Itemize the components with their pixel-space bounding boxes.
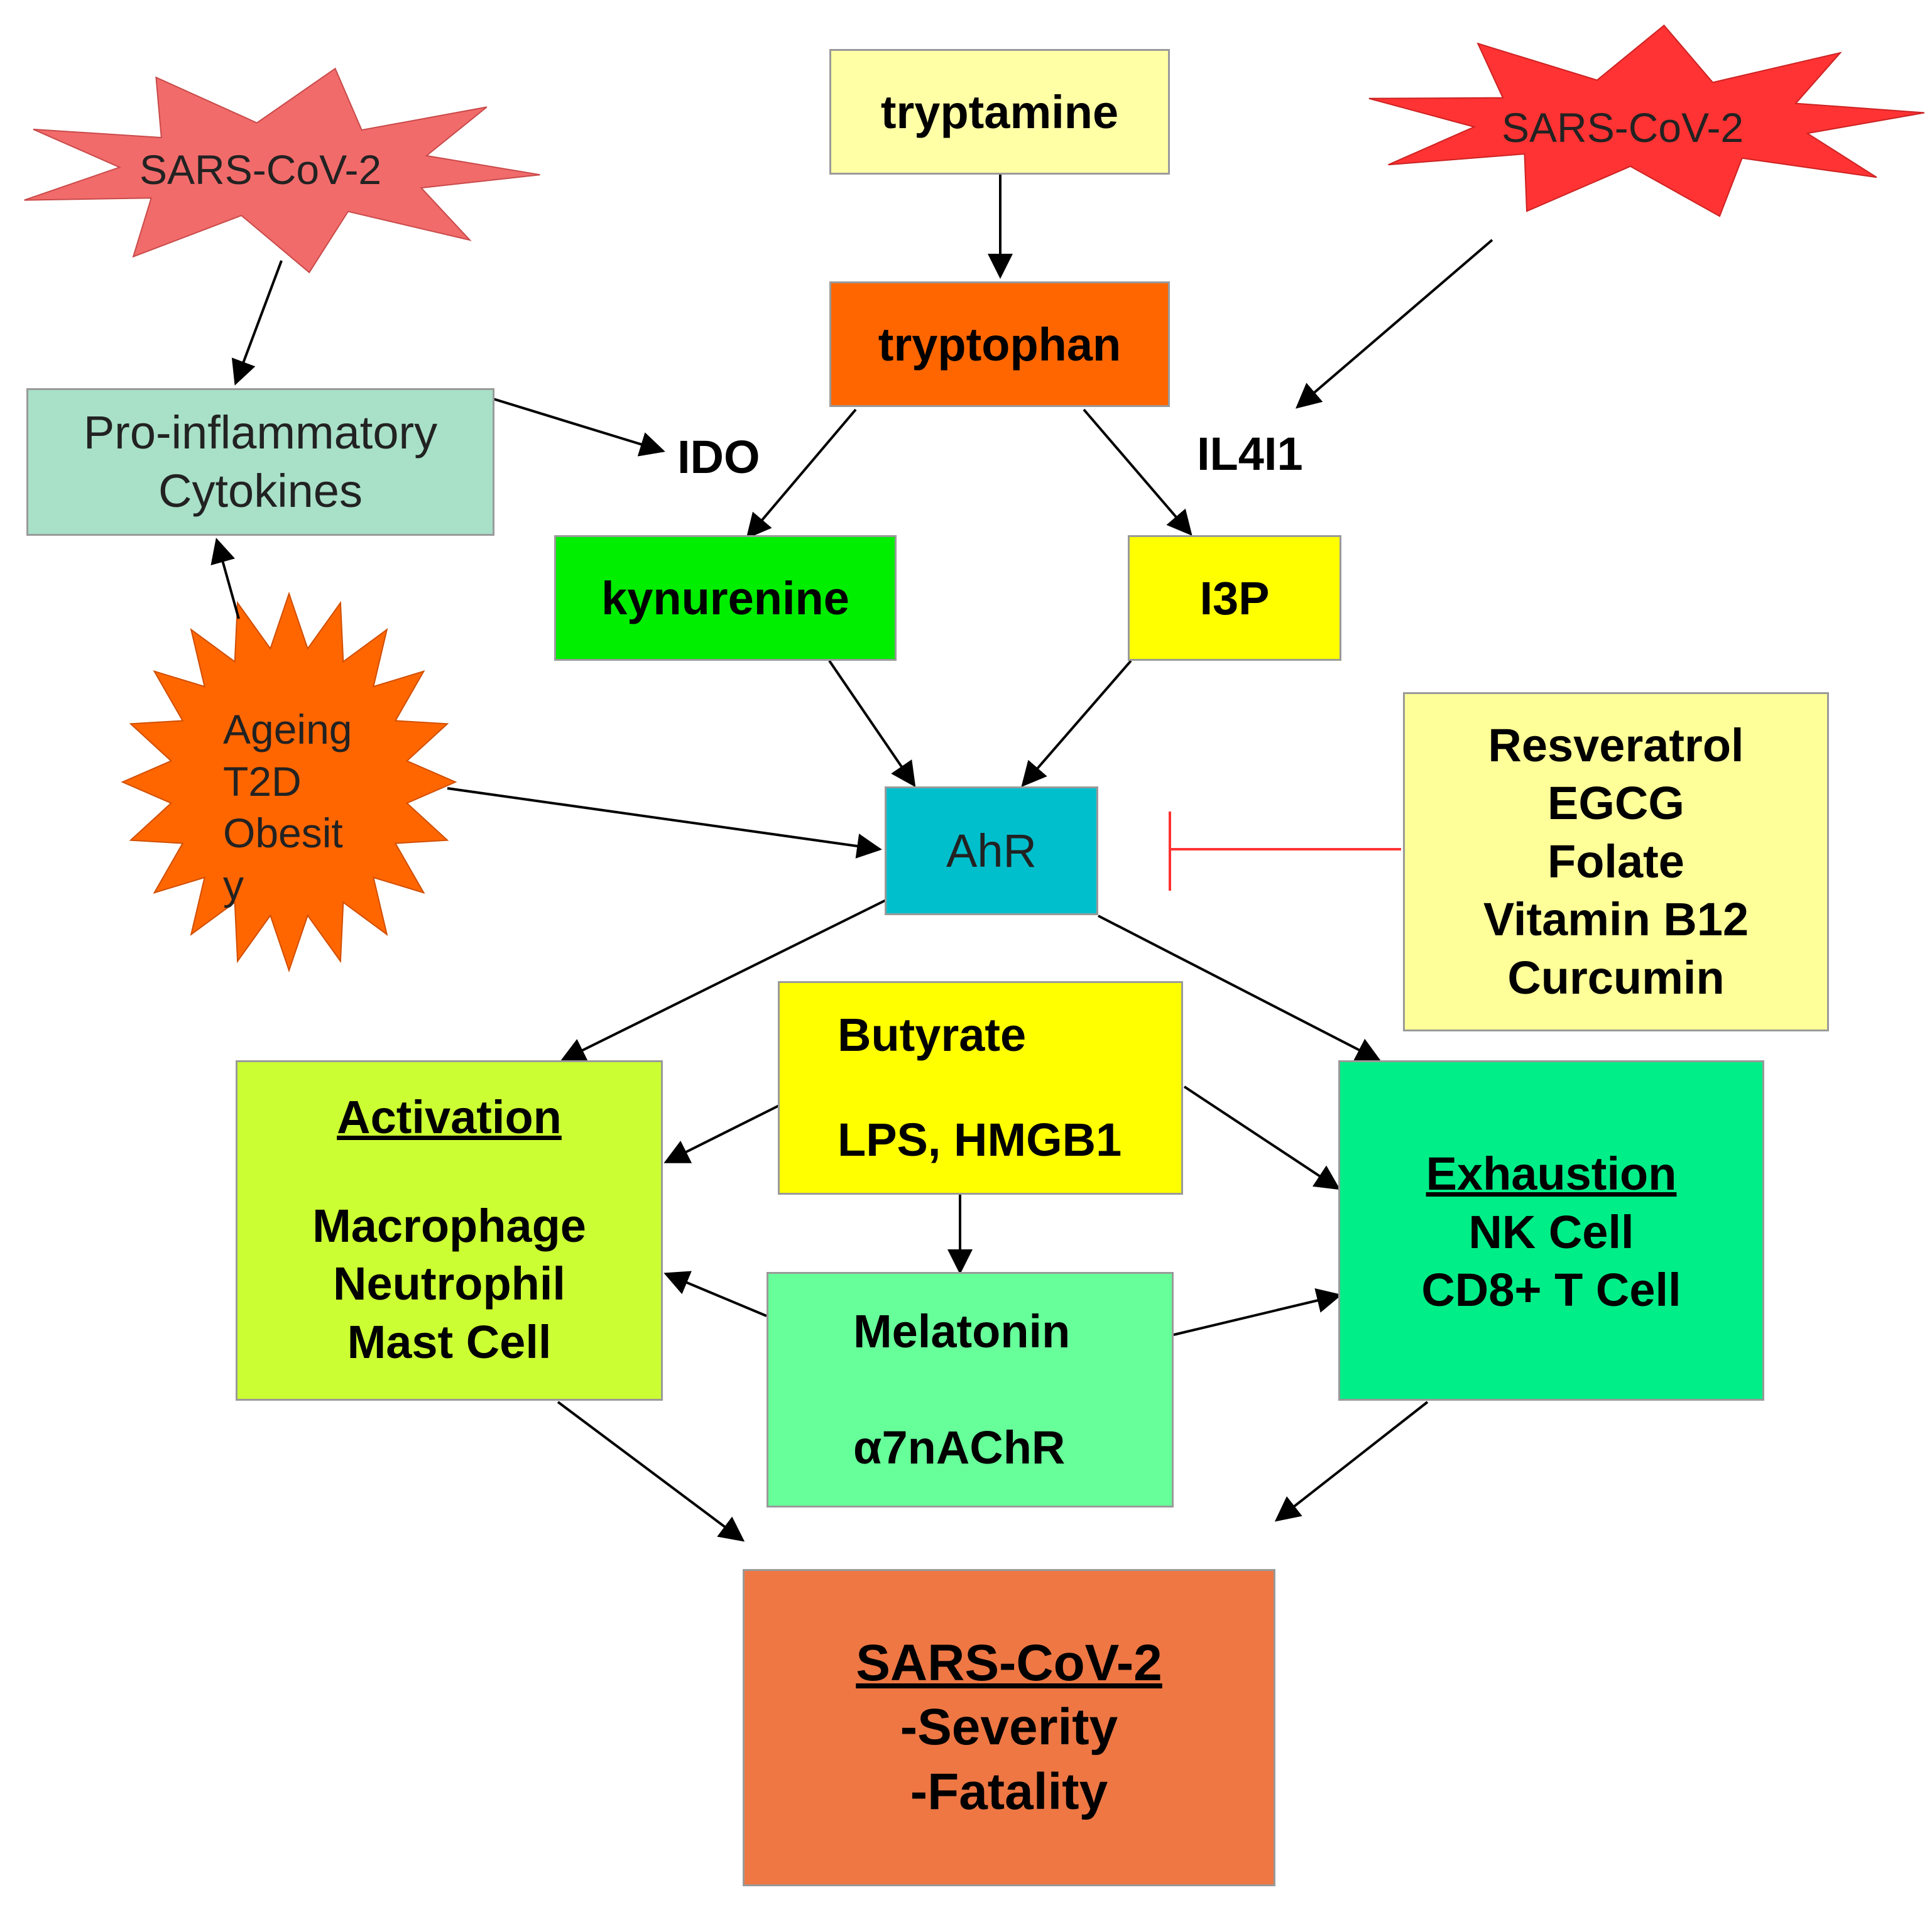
inhibition-line: [1169, 812, 1401, 891]
il4i1-enzyme-label: IL4I1: [1197, 428, 1303, 480]
arrow-melatonin-exhaustion: [1173, 1288, 1342, 1336]
outcome-node: SARS-CoV-2 -Severity -Fatality: [743, 1569, 1275, 1886]
risk-factor-obesity: Obesit: [223, 810, 343, 856]
pro-inflammatory-cytokines-node: Pro-inflammatory Cytokines: [26, 388, 494, 536]
inhibitor-resveratrol: Resveratrol: [1488, 719, 1744, 771]
arrow-risk-cytokines: [210, 538, 240, 619]
arrow-sars-right-il4i1: [1295, 239, 1493, 409]
arrow-cytokines-ido: [493, 398, 665, 457]
arrow-ahr-exhaustion: [1098, 915, 1382, 1062]
risk-factors-burst: [121, 591, 457, 973]
arrow-i3p-ahr: [1021, 660, 1132, 788]
activation-mast-cell: Mast Cell: [347, 1315, 552, 1368]
inhibitor-folate: Folate: [1547, 835, 1684, 888]
activation-node: Activation Macrophage Neutrophil Mast Ce…: [236, 1060, 663, 1401]
activation-neutrophil: Neutrophil: [333, 1258, 565, 1310]
inhibitor-vitamin-b12: Vitamin B12: [1483, 893, 1749, 946]
arrow-melatonin-activation: [663, 1271, 767, 1317]
activation-macrophage: Macrophage: [312, 1199, 586, 1252]
tryptamine-node: tryptamine: [829, 49, 1170, 175]
arrow-tryptophan-i3p: [1083, 408, 1192, 536]
exhaustion-nk-cell: NK Cell: [1468, 1205, 1634, 1258]
kynurenine-node: kynurenine: [554, 535, 897, 661]
sars-cov-2-label-left: SARS-CoV-2: [139, 146, 382, 193]
exhaustion-cd8-t-cell: CD8+ T Cell: [1421, 1264, 1681, 1316]
arrow-butyrate-activation: [663, 1104, 780, 1163]
butyrate-label: Butyrate: [838, 1009, 1027, 1062]
arrow-risk-ahr: [447, 787, 882, 859]
melatonin-label: Melatonin: [853, 1305, 1071, 1357]
risk-factor-ageing: Ageing: [223, 706, 352, 752]
exhaustion-node: Exhaustion NK Cell CD8+ T Cell: [1338, 1060, 1764, 1401]
i3p-node: I3P: [1128, 535, 1341, 661]
ido-enzyme-label: IDO: [677, 431, 760, 483]
risk-factor-obesity-wrap: y: [223, 861, 244, 908]
ahr-node: AhR: [885, 786, 1098, 915]
inhibitor-egcg: EGCG: [1547, 777, 1684, 830]
arrow-activation-outcome: [557, 1401, 745, 1542]
exhaustion-title: Exhaustion: [1426, 1148, 1677, 1200]
tryptophan-node: tryptophan: [829, 281, 1170, 407]
butyrate-lps-node: Butyrate LPS, HMGB1: [778, 981, 1183, 1195]
outcome-title: SARS-CoV-2: [856, 1634, 1162, 1692]
arrow-exhaustion-outcome: [1274, 1401, 1429, 1522]
sars-cov-2-burst-right: [1368, 24, 1924, 217]
sars-cov-2-burst-left: [24, 67, 540, 274]
inhibitors-node: Resveratrol EGCG Folate Vitamin B12 Curc…: [1403, 692, 1829, 1031]
risk-factor-t2d: T2D: [223, 758, 302, 805]
risk-factors-label: Ageing T2D Obesit y: [223, 704, 352, 911]
outcome-severity: -Severity: [900, 1698, 1118, 1756]
arrow-tryptophan-kynurenine: [746, 408, 857, 540]
arrow-kynurenine-ahr: [828, 660, 916, 788]
cytokines-line-2: Cytokines: [158, 464, 363, 517]
activation-title: Activation: [337, 1091, 562, 1143]
arrow-ahr-activation: [560, 898, 888, 1062]
arrow-butyrate-exhaustion: [1183, 1085, 1341, 1190]
melatonin-node: Melatonin α7nAChR: [767, 1272, 1174, 1508]
outcome-fatality: -Fatality: [910, 1763, 1108, 1820]
lps-hmgb1-label: LPS, HMGB1: [838, 1114, 1122, 1166]
a7nachr-label: α7nAChR: [853, 1421, 1066, 1474]
inhibitor-curcumin: Curcumin: [1507, 951, 1725, 1004]
cytokines-line-1: Pro-inflammatory: [83, 406, 438, 459]
sars-cov-2-label-right: SARS-CoV-2: [1502, 104, 1744, 151]
arrow-sars-left-cytokines: [231, 260, 283, 386]
